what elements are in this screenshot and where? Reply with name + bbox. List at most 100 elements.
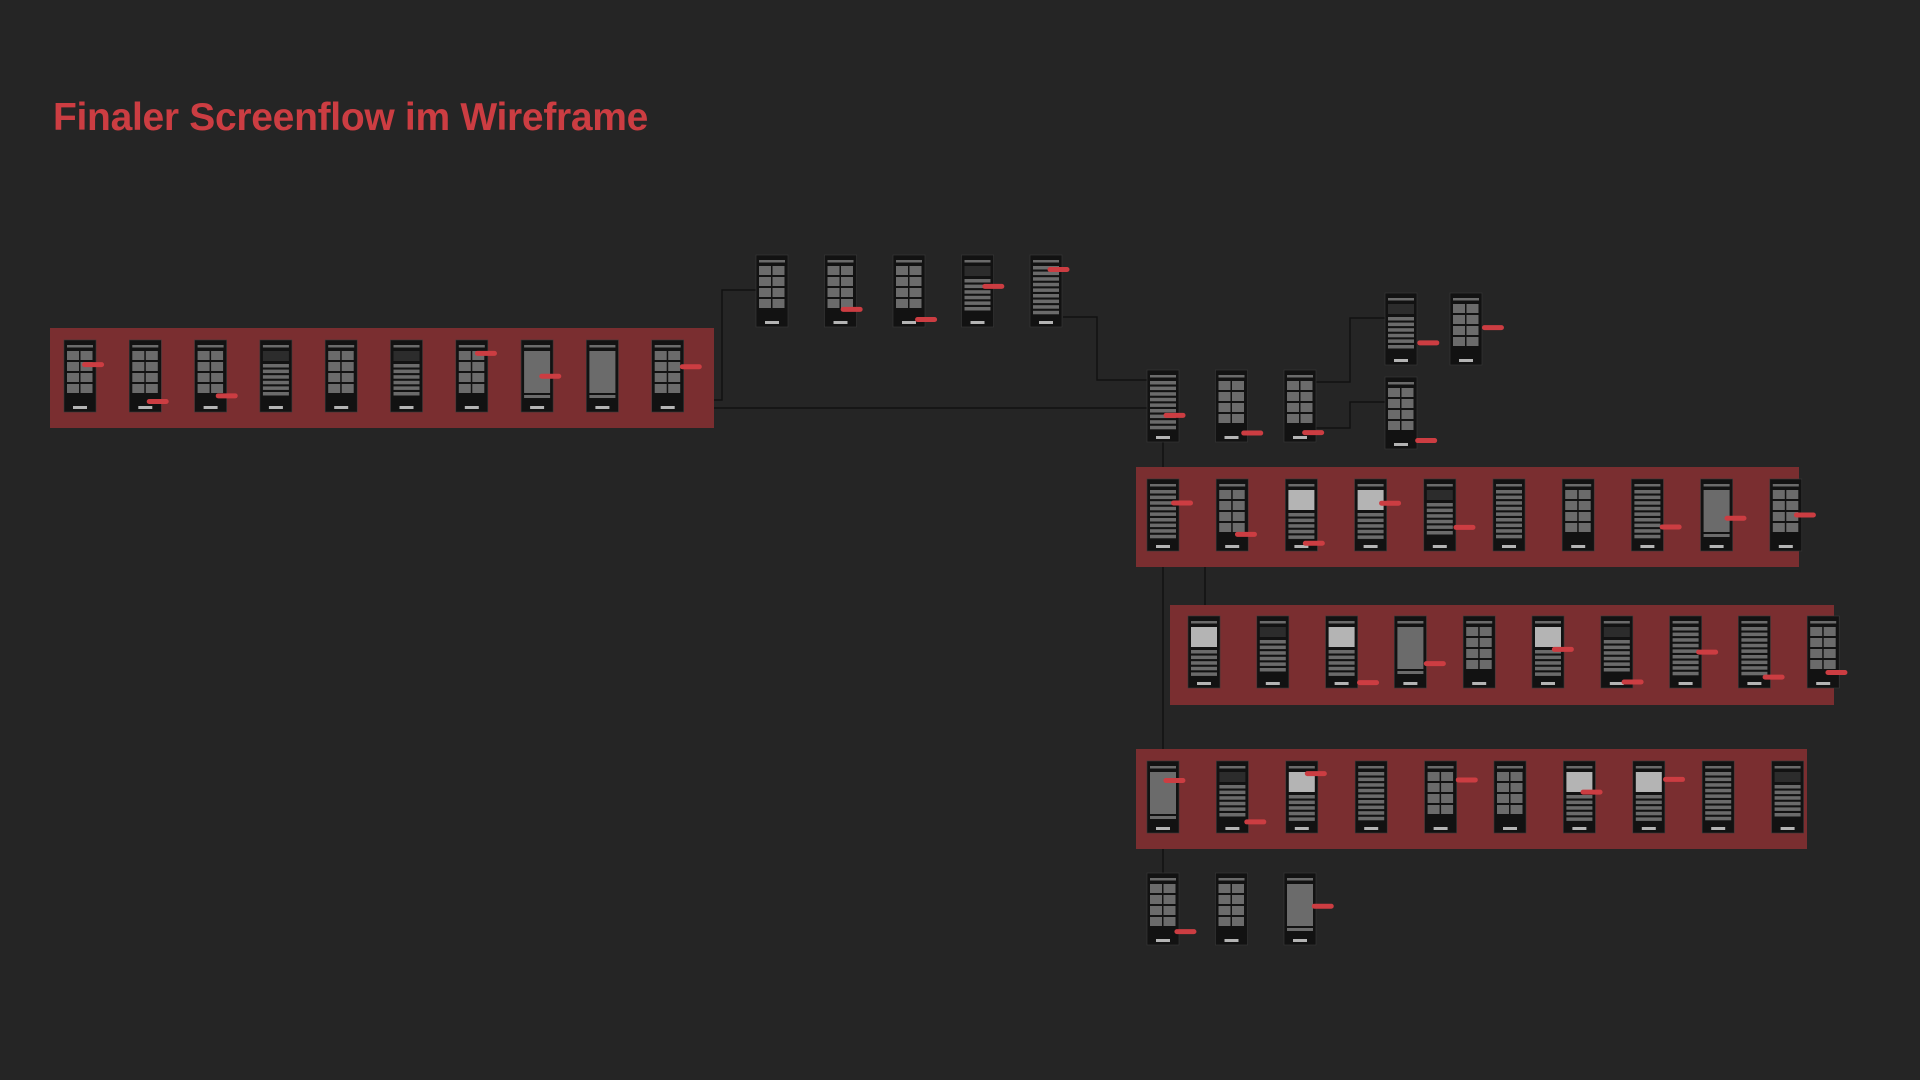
- list-row: [1259, 662, 1286, 666]
- grid-tile: [328, 362, 341, 371]
- list-row: [1672, 655, 1699, 659]
- list-row: [262, 380, 289, 385]
- header-bar: [1219, 766, 1246, 769]
- list-row: [1219, 785, 1246, 789]
- grid-tile: [1578, 501, 1591, 510]
- list-row: [1191, 655, 1217, 660]
- interaction-tag: [1171, 500, 1194, 506]
- list-row: [1150, 397, 1176, 402]
- screen-flow-3-4: [1394, 615, 1446, 689]
- screen-flow-3-9: [1738, 615, 1785, 689]
- list-row: [1288, 800, 1315, 805]
- list-row: [262, 364, 289, 368]
- list-row: [1033, 305, 1059, 309]
- bottom-button: [833, 321, 848, 324]
- dark-panel: [1426, 490, 1453, 500]
- list-row: [1259, 656, 1286, 661]
- bottom-button: [268, 406, 283, 409]
- header-bar: [1774, 766, 1801, 769]
- header-bar: [1150, 878, 1176, 881]
- grid-tile: [1823, 660, 1836, 669]
- grid-tile: [772, 288, 785, 297]
- grid-tile: [1810, 660, 1823, 669]
- interaction-tag: [1481, 325, 1504, 331]
- list-row: [1357, 529, 1384, 534]
- grid-tile: [896, 266, 908, 275]
- grid-tile: [1218, 884, 1231, 893]
- list-row: [964, 307, 991, 311]
- bottom-button: [1156, 939, 1170, 942]
- bottom-button: [902, 321, 916, 324]
- interaction-tag: [1580, 789, 1603, 795]
- grid-tile: [668, 351, 681, 360]
- screen-hub-2: [1215, 369, 1264, 443]
- grid-tile: [1427, 794, 1440, 803]
- grid-tile: [1300, 414, 1313, 423]
- bottom-button: [1472, 682, 1487, 685]
- list-row: [1603, 656, 1630, 661]
- header-bar: [1453, 298, 1479, 301]
- header-bar: [1535, 621, 1561, 624]
- header-bar: [1705, 766, 1732, 769]
- list-row: [1496, 506, 1522, 511]
- header-bar: [1772, 484, 1799, 487]
- header-bar: [132, 345, 159, 348]
- header-bar: [1810, 621, 1837, 624]
- grid-tile: [1810, 627, 1823, 636]
- grid-tile: [328, 384, 341, 393]
- grid-tile: [1510, 772, 1523, 781]
- list-row: [1741, 632, 1768, 637]
- list-row: [1150, 403, 1176, 407]
- header-bar: [524, 345, 551, 348]
- bottom-button: [1294, 827, 1309, 830]
- list-row: [1603, 640, 1630, 644]
- list-row: [1150, 381, 1176, 385]
- interaction-tag: [1762, 674, 1785, 680]
- list-row: [1635, 806, 1662, 810]
- list-row: [1150, 425, 1176, 430]
- list-row: [1496, 495, 1522, 500]
- connector-line: [1298, 401, 1385, 429]
- list-row: [1288, 811, 1315, 816]
- grid-tile: [1218, 403, 1231, 412]
- list-row: [1703, 534, 1730, 537]
- list-row: [1535, 661, 1561, 665]
- grid-tile: [1441, 783, 1454, 792]
- grid-tile: [1300, 403, 1313, 412]
- list-row: [1358, 777, 1385, 782]
- list-row: [1397, 671, 1424, 674]
- list-row: [964, 290, 991, 294]
- list-row: [1603, 668, 1630, 672]
- interaction-tag: [840, 306, 863, 312]
- list-row: [1705, 772, 1732, 776]
- bottom-button: [1709, 545, 1724, 548]
- grid-tile: [145, 373, 158, 382]
- header-bar: [1397, 621, 1424, 624]
- header-bar: [1218, 375, 1245, 378]
- screen-flow-4-7: [1563, 760, 1603, 834]
- grid-tile: [1497, 772, 1509, 781]
- interaction-tag: [1659, 524, 1682, 530]
- grid-tile: [759, 288, 771, 297]
- list-row: [1672, 666, 1699, 670]
- grid-tile: [1401, 399, 1414, 408]
- grid-tile: [341, 384, 354, 393]
- header-bar: [1634, 484, 1661, 487]
- list-row: [1496, 512, 1522, 516]
- grid-tile: [1466, 638, 1479, 647]
- list-row: [1150, 392, 1176, 396]
- bottom-button: [1572, 827, 1587, 830]
- screen-flow-4-3: [1285, 760, 1327, 834]
- image-block: [1328, 627, 1355, 647]
- interaction-tag: [1047, 266, 1070, 272]
- dark-panel: [393, 351, 420, 361]
- grid-tile: [145, 351, 158, 360]
- grid-tile: [1466, 627, 1479, 636]
- screen-flow-2-4: [1354, 478, 1402, 552]
- list-row: [1328, 661, 1355, 665]
- header-bar: [1427, 766, 1454, 769]
- header-bar: [458, 345, 485, 348]
- interaction-tag: [1163, 777, 1186, 783]
- list-row: [1426, 519, 1453, 524]
- grid-tile: [472, 373, 485, 382]
